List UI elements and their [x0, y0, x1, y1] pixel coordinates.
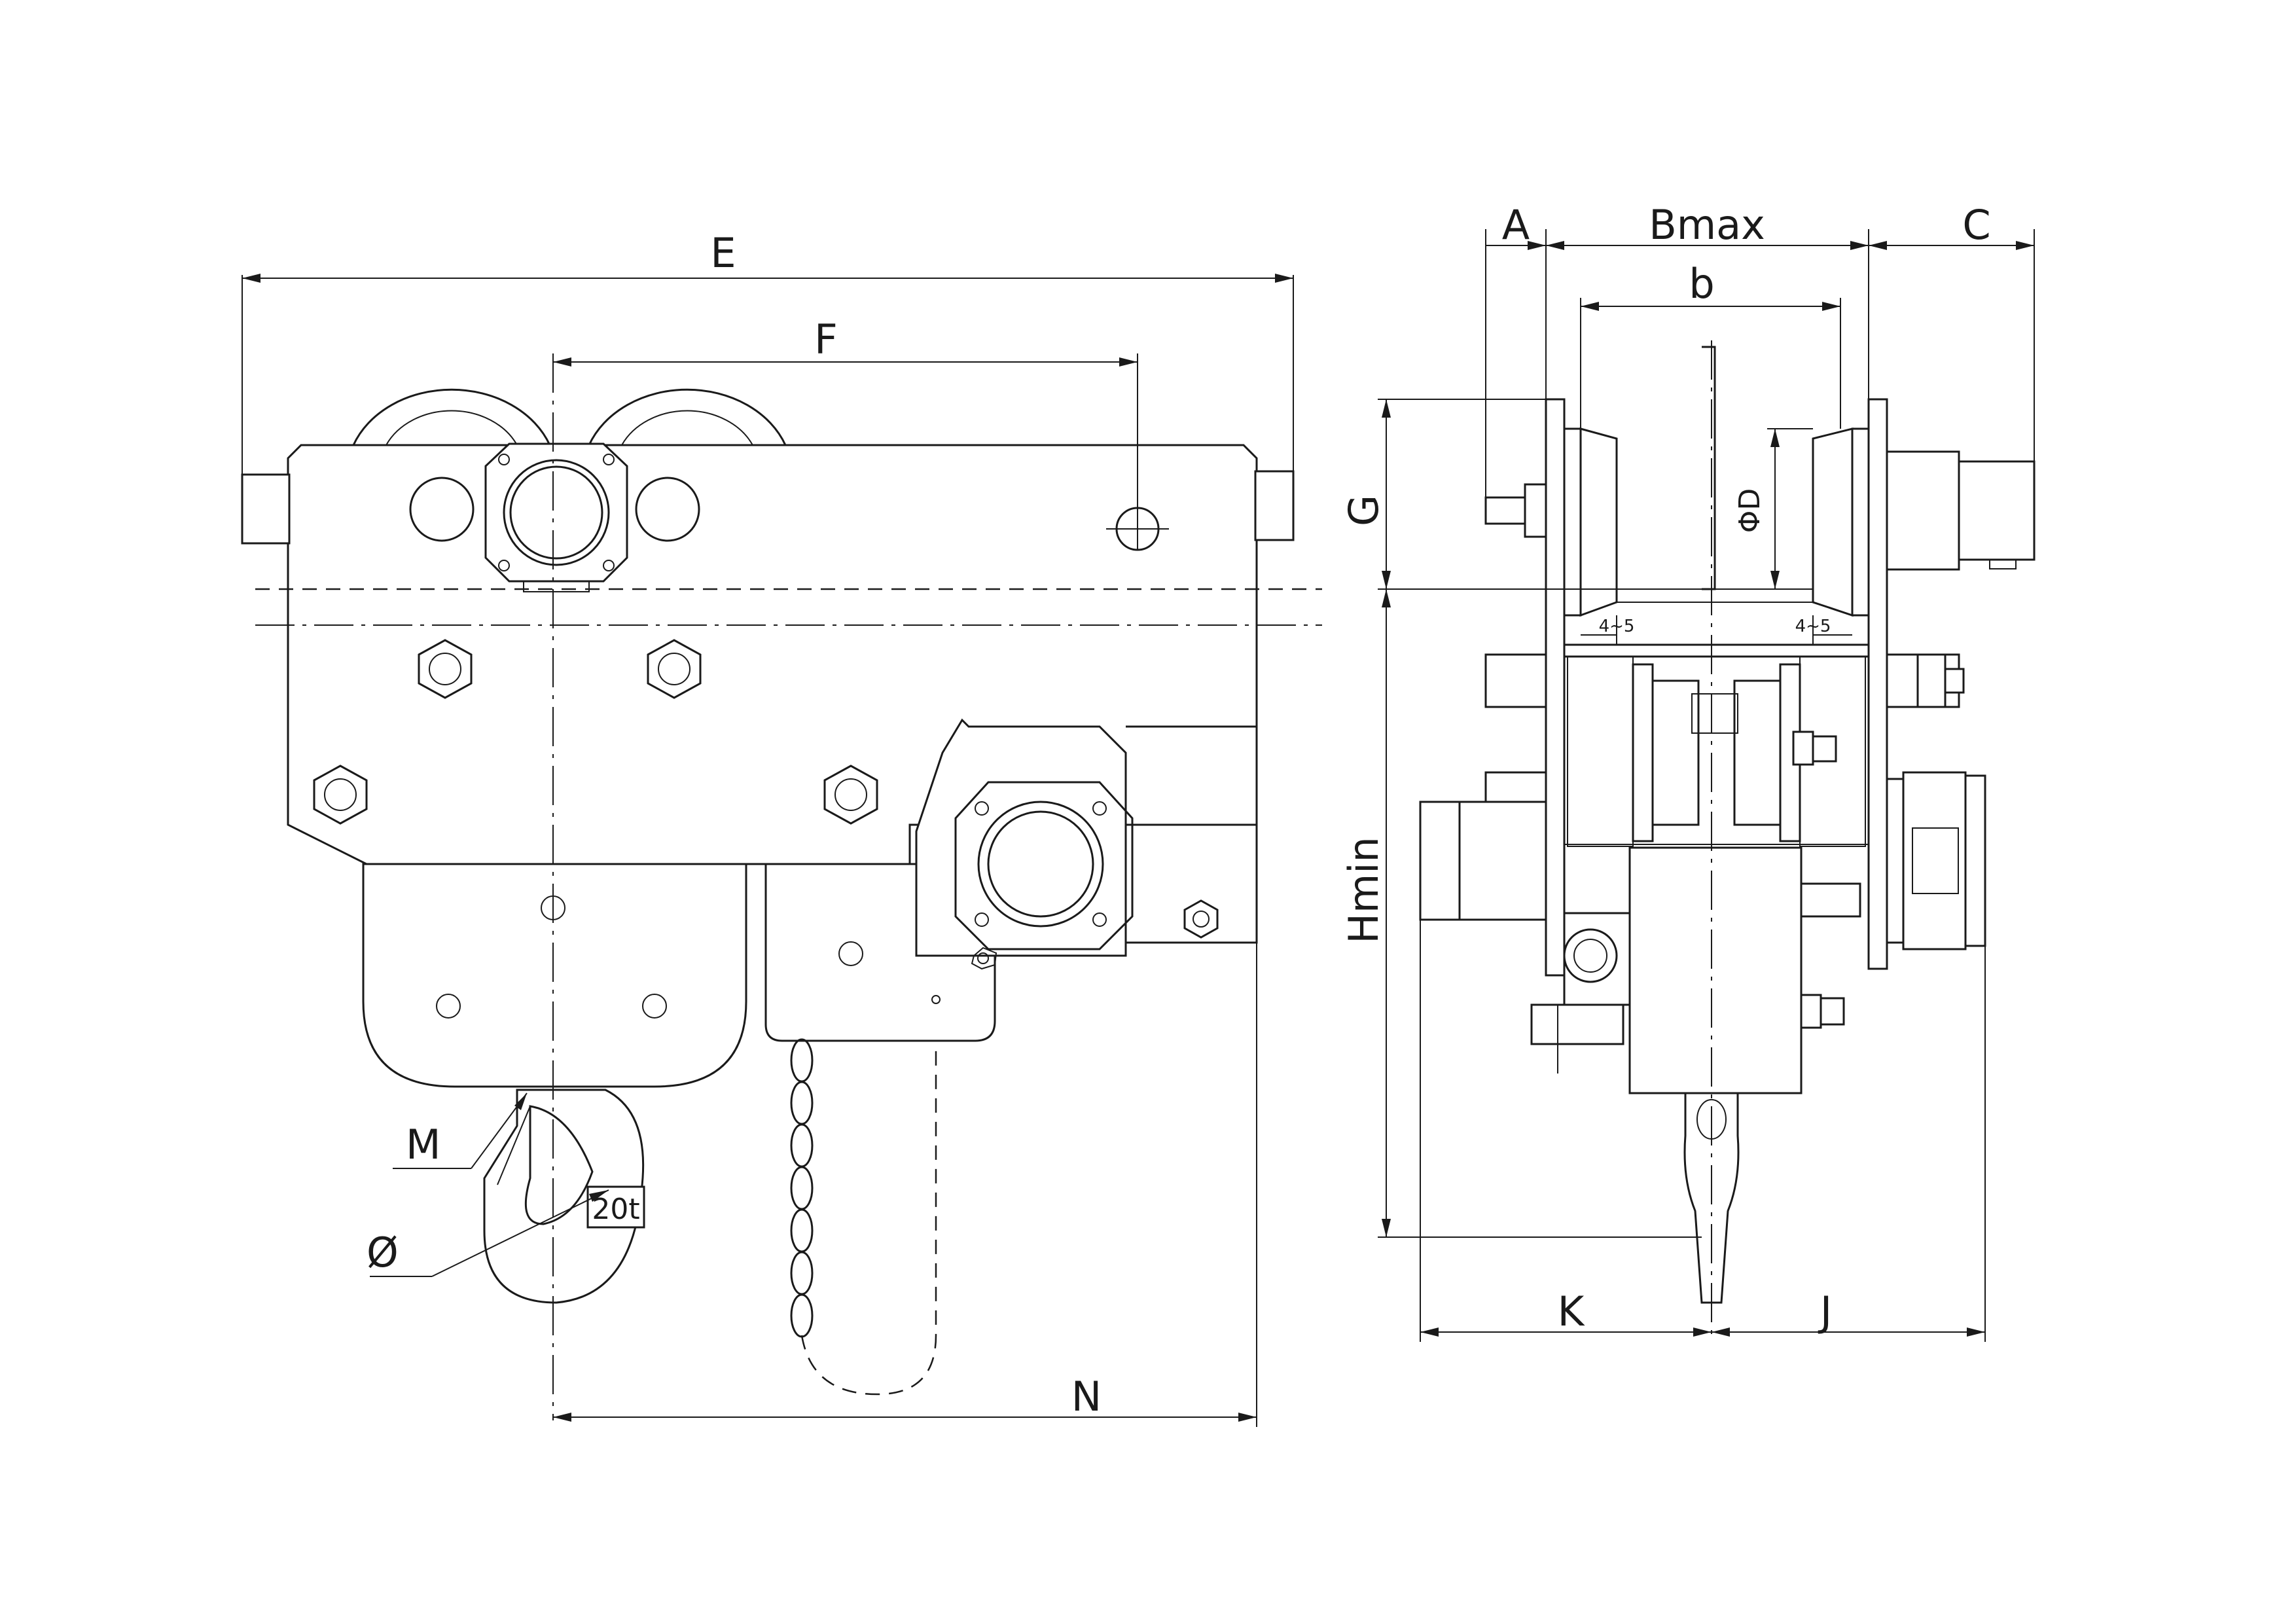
leader-phi-label: Ø [367, 1229, 399, 1276]
i-beam [1617, 346, 1813, 603]
wheel-assembly [1563, 427, 1870, 617]
hoist-body [362, 863, 747, 1088]
dim-A-label: A [1502, 201, 1530, 249]
hoist-motor [915, 718, 1134, 970]
hand-chain [790, 1038, 937, 1396]
dim-bottom-row: K J [1420, 920, 1986, 1342]
capacity-label: 20t [592, 1193, 639, 1226]
dim-N-label: N [1071, 1373, 1102, 1420]
axle-stub-left [241, 473, 291, 545]
hoist-block [1628, 846, 1803, 1094]
dim-K-label: K [1558, 1288, 1585, 1335]
hoist-motor-side [1419, 801, 1631, 1074]
dim-N: N [553, 943, 1257, 1427]
dim-J-label: J [1818, 1288, 1832, 1335]
cross-shafts [1484, 643, 1965, 847]
drive-motor-front [484, 442, 628, 592]
dim-b: b [1580, 260, 1841, 429]
dim-Hmin-label: Hmin [1340, 837, 1388, 944]
dim-Bmax-label: Bmax [1649, 201, 1765, 249]
dim-G: G [1340, 399, 1617, 590]
dim-F: F [553, 316, 1138, 550]
dim-gaps: 4~5 4~5 [1581, 615, 1852, 645]
dim-G-label: G [1340, 495, 1388, 526]
front-view: 20t E F [241, 229, 1322, 1427]
bolts [313, 639, 878, 825]
dim-C-label: C [1962, 201, 1990, 249]
dim-F-label: F [814, 316, 838, 363]
side-plate-right [1867, 398, 1888, 970]
dim-E: E [242, 229, 1294, 475]
control-box [1800, 771, 1986, 1029]
wheel-right [588, 388, 787, 446]
gap-right-label: 4~5 [1795, 617, 1831, 636]
leader-M-label: M [406, 1121, 441, 1168]
dim-E-label: E [710, 229, 736, 277]
leader-phi: Ø [367, 1189, 609, 1277]
wheel-left [352, 388, 551, 446]
dim-D: ΦD [1733, 428, 1813, 590]
dim-Hmin: Hmin [1340, 589, 1702, 1238]
axle-stub-right [1254, 470, 1295, 541]
hook [483, 1089, 645, 1304]
dim-top-row: A Bmax C [1485, 201, 2035, 497]
gap-left-label: 4~5 [1599, 617, 1635, 636]
side-plate-left [1545, 398, 1566, 977]
travel-motor [1886, 450, 2036, 571]
side-view: A Bmax C b G ΦD [1340, 201, 2036, 1342]
dim-b-label: b [1689, 260, 1714, 308]
leader-M: M [393, 1092, 528, 1169]
dim-D-label: ΦD [1733, 488, 1767, 533]
